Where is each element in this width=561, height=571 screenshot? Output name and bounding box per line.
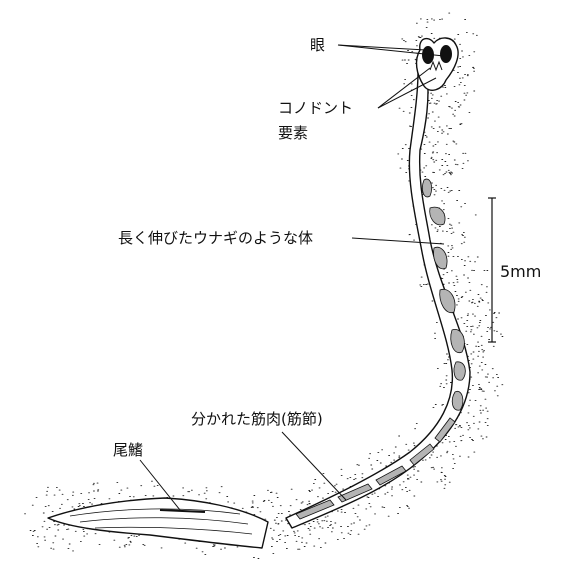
pigment-patches [422, 179, 465, 410]
pigment-patch [454, 362, 465, 380]
pigment-patch [452, 391, 463, 410]
label-scale-bar: 5mm [500, 263, 541, 281]
pigment-patch [430, 207, 445, 225]
label-eye: 眼 [310, 36, 325, 54]
head-outline [417, 38, 459, 90]
label-segmented-muscle: 分かれた筋肉(筋節) [191, 410, 323, 428]
eye-right [440, 45, 452, 63]
fossil-body [48, 38, 470, 548]
label-elongated-body: 長く伸びたウナギのような体 [118, 229, 313, 247]
label-tail-fin: 尾鰭 [113, 441, 143, 459]
label-conodont-element-line2: 要素 [278, 124, 308, 142]
label-conodont-element-line1: コノドント [278, 99, 353, 117]
tail-outline [48, 498, 268, 548]
scale-bar [488, 198, 496, 342]
leader-muscle [282, 432, 346, 500]
pigment-patch [422, 179, 431, 197]
